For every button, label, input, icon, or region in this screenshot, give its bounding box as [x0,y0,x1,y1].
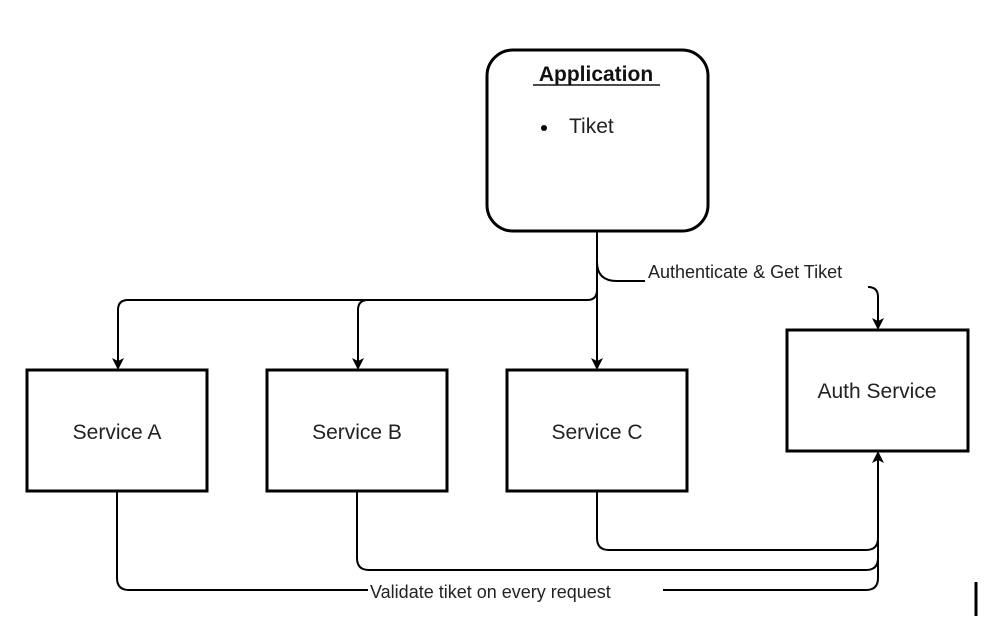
edge-app-to-service-a [112,232,598,370]
edge-app-to-auth-segment-2 [867,286,884,330]
service-a-box [25,368,209,493]
edge-service-a-to-auth-right [663,560,879,591]
service-a-label: Service A [73,421,162,444]
service-b-label: Service B [312,421,402,444]
edge-app-to-auth-segment-1 [596,261,645,282]
application-box [485,48,710,233]
auth-service-box [785,328,970,453]
service-c-box [505,368,689,493]
service-a-node: Service A [25,368,209,493]
auth-service-label: Auth Service [817,380,936,403]
edge-label-validate: Validate tiket on every request [370,582,611,602]
service-b-node: Service B [265,368,449,493]
bullet-icon [541,125,547,131]
edge-service-a-to-auth-left [116,491,368,591]
edge-app-to-service-b [352,299,587,370]
edge-label-authenticate: Authenticate & Get Tiket [648,262,842,282]
service-c-label: Service C [551,421,642,444]
service-c-node: Service C [505,368,689,493]
application-title: Application [539,63,653,86]
edge-service-b-to-auth [356,491,879,571]
application-bullet-item: Tiket [569,115,614,138]
auth-service-node: Auth Service [785,328,970,453]
application-node: Application Tiket [485,48,710,233]
